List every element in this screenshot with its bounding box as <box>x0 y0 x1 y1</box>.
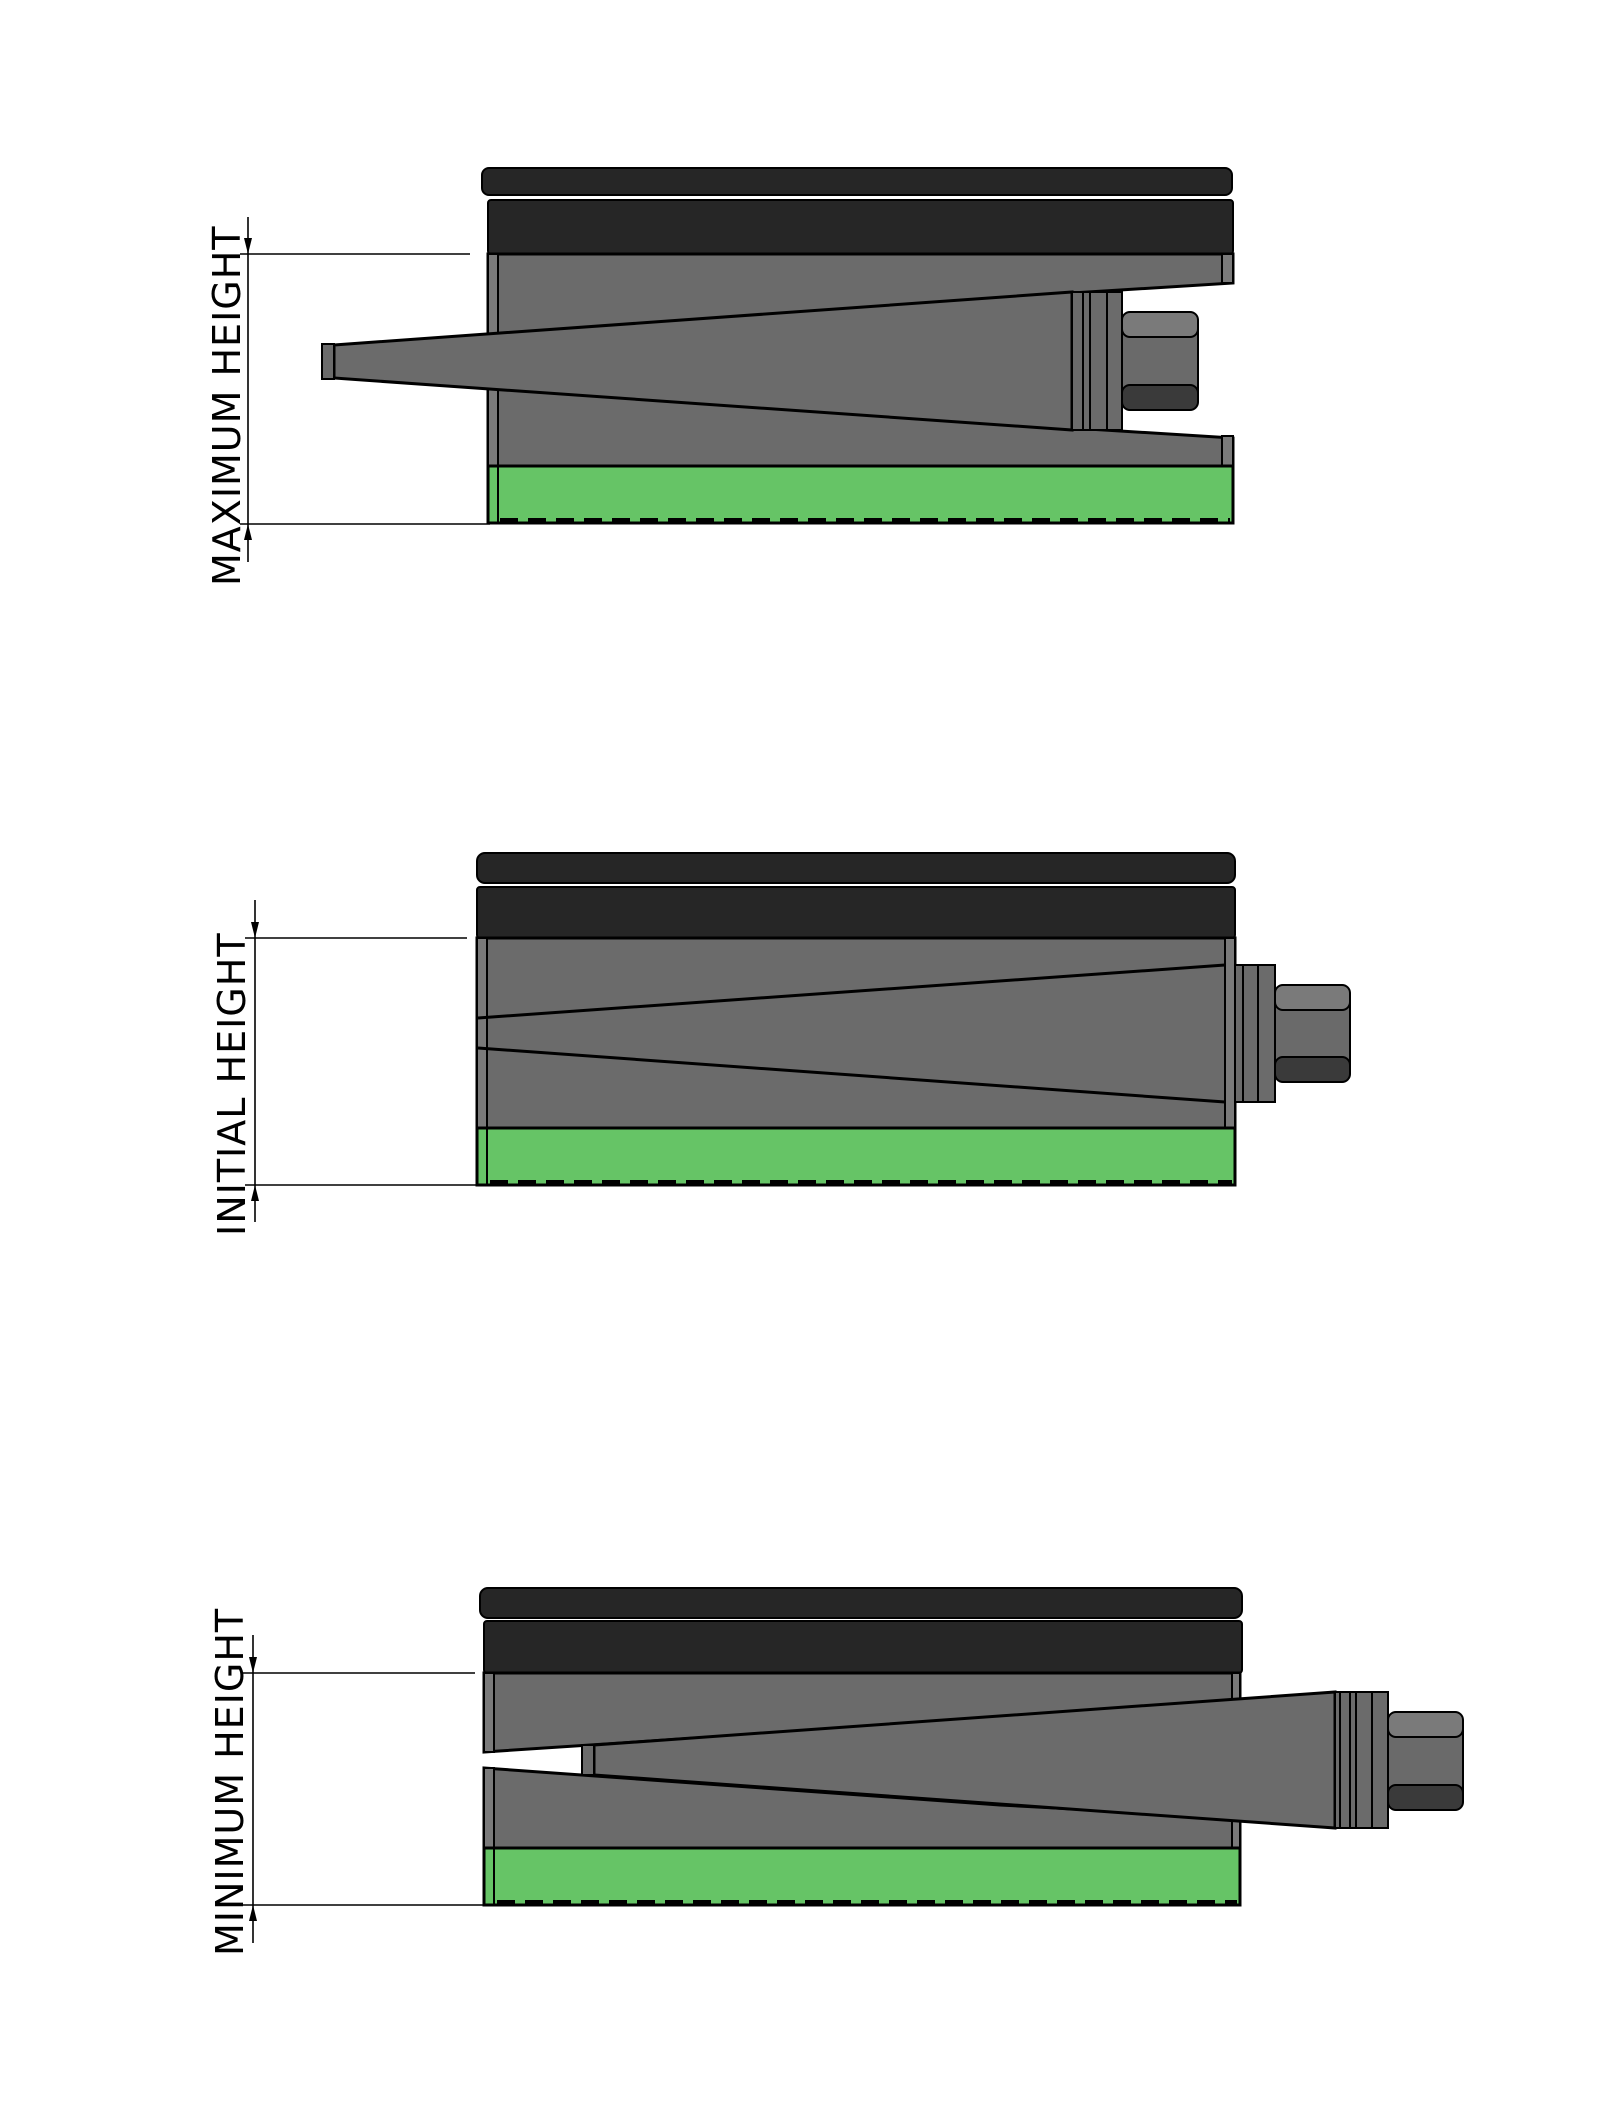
hex-nut-icon <box>1274 984 1351 1083</box>
hex-nut-icon <box>1121 311 1199 411</box>
base-pad <box>486 464 1235 525</box>
initial-height-label: INITIAL HEIGHT <box>210 932 254 1236</box>
hex-nut-icon <box>1387 1711 1464 1811</box>
initial-height-dimension <box>245 900 480 1222</box>
wedge-tip <box>321 343 335 380</box>
view-maximum-height: MAXIMUM HEIGHT <box>205 167 1235 586</box>
view-minimum-height: MINIMUM HEIGHT <box>208 1587 1464 1956</box>
wedge-upper-edge <box>477 963 1226 1020</box>
view-initial-height: INITIAL HEIGHT <box>210 852 1351 1236</box>
wedge-collar <box>1071 291 1123 431</box>
base-pad <box>475 1126 1237 1187</box>
wedge-collar <box>1234 964 1276 1103</box>
maximum-height-label: MAXIMUM HEIGHT <box>205 225 249 586</box>
top-plate <box>476 852 1236 939</box>
base-pad <box>482 1846 1242 1907</box>
top-plate <box>481 167 1234 255</box>
wedge-tip <box>581 1744 595 1776</box>
minimum-height-label: MINIMUM HEIGHT <box>208 1608 252 1956</box>
body <box>475 936 1237 1130</box>
top-plate <box>479 1587 1243 1674</box>
wedge-lower-edge <box>477 1046 1226 1104</box>
minimum-height-dimension <box>243 1635 487 1943</box>
maximum-height-dimension <box>240 217 490 562</box>
wedge-collar <box>1334 1691 1389 1829</box>
